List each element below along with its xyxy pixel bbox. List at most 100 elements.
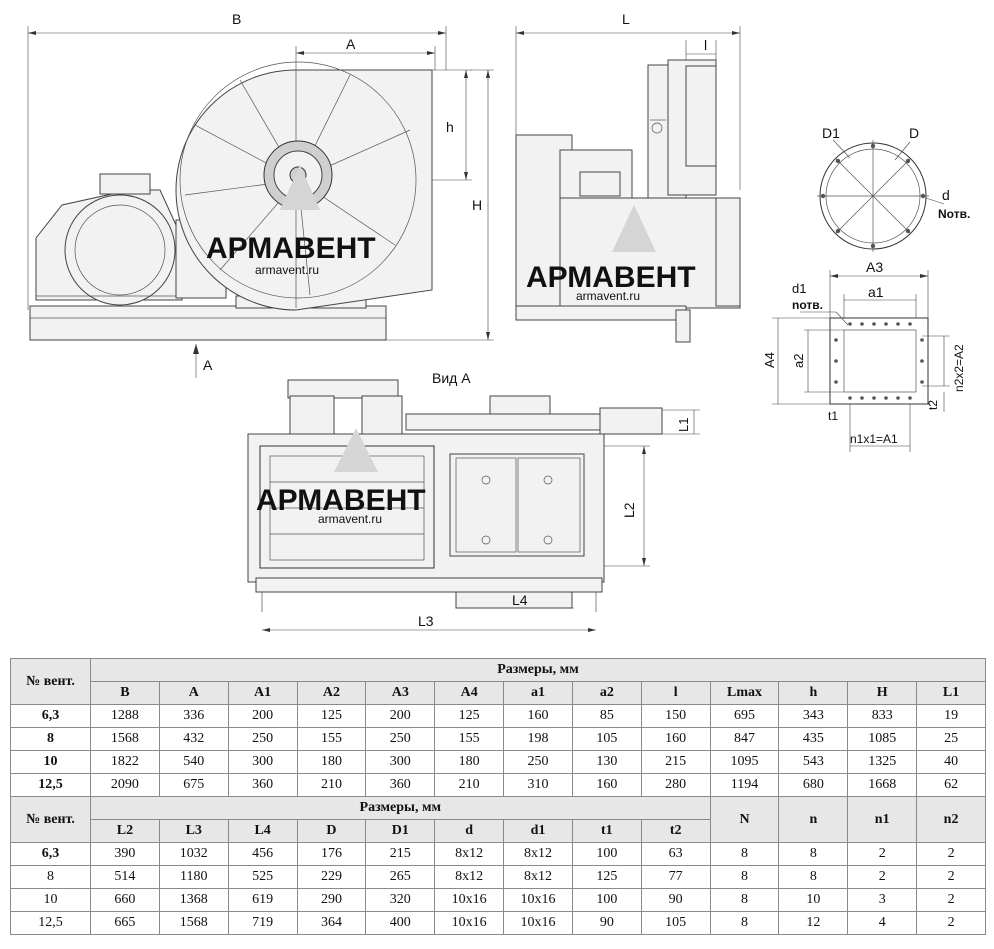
table-cell: 540 bbox=[158, 750, 229, 774]
table-cell: 8 bbox=[709, 865, 780, 889]
table1-column-header: h bbox=[778, 681, 849, 705]
side-view: L l АРМАВЕНТ armavent.ru bbox=[515, 11, 741, 343]
table1-column-header: l bbox=[640, 681, 711, 705]
top-view: Вид А L1 L2 bbox=[247, 370, 700, 632]
table-cell: 300 bbox=[365, 750, 436, 774]
table2-column-header: t1 bbox=[571, 819, 642, 843]
table-cell: 25 bbox=[916, 727, 986, 751]
table-cell: 8x12 bbox=[503, 865, 573, 889]
table-cell: 200 bbox=[365, 704, 436, 728]
fan-number: 12,5 bbox=[10, 911, 91, 935]
table2-column-header: t2 bbox=[640, 819, 711, 843]
table-cell: 10 bbox=[778, 888, 849, 912]
table2-column-header: d1 bbox=[503, 819, 573, 843]
label-n2x2: n2x2=A2 bbox=[952, 344, 966, 392]
table2-extra-header: N bbox=[709, 796, 780, 843]
fan-number: 10 bbox=[10, 888, 91, 912]
table-cell: 160 bbox=[640, 727, 711, 751]
table-cell: 10x16 bbox=[503, 911, 573, 935]
table-cell: 432 bbox=[158, 727, 229, 751]
watermark-side: АРМАВЕНТ armavent.ru bbox=[526, 205, 696, 303]
table-cell: 8 bbox=[709, 842, 780, 866]
table1-column-header: L1 bbox=[916, 681, 986, 705]
table-cell: 180 bbox=[296, 750, 367, 774]
table2-extra-header: n1 bbox=[847, 796, 918, 843]
table-cell: 695 bbox=[709, 704, 780, 728]
table-cell: 180 bbox=[434, 750, 505, 774]
table-cell: 719 bbox=[227, 911, 298, 935]
table1-column-header: a1 bbox=[503, 681, 573, 705]
round-flange-view: D1 D d Nотв. bbox=[817, 125, 970, 252]
table-cell: 250 bbox=[365, 727, 436, 751]
label-L3: L3 bbox=[418, 613, 434, 629]
table1-column-header: a2 bbox=[571, 681, 642, 705]
table-cell: 155 bbox=[434, 727, 505, 751]
table-cell: 665 bbox=[90, 911, 160, 935]
table-cell: 4 bbox=[847, 911, 918, 935]
table-cell: 125 bbox=[571, 865, 642, 889]
label-t2: t2 bbox=[926, 400, 940, 410]
table-cell: 400 bbox=[365, 911, 436, 935]
table-cell: 8 bbox=[778, 842, 849, 866]
table-cell: 155 bbox=[296, 727, 367, 751]
table-cell: 90 bbox=[571, 911, 642, 935]
table2-group-header: Размеры, мм bbox=[90, 796, 711, 820]
table-cell: 130 bbox=[571, 750, 642, 774]
table-cell: 360 bbox=[365, 773, 436, 797]
table-cell: 90 bbox=[640, 888, 711, 912]
table-cell: 1568 bbox=[90, 727, 160, 751]
rect-flange-view: A3 a1 d1 nотв. A4 a2 bbox=[762, 259, 966, 452]
watermark-site: armavent.ru bbox=[255, 263, 319, 277]
table-cell: 85 bbox=[571, 704, 642, 728]
table1-column-header: A bbox=[158, 681, 229, 705]
table-cell: 229 bbox=[296, 865, 367, 889]
table-cell: 100 bbox=[571, 842, 642, 866]
table-cell: 10x16 bbox=[434, 911, 505, 935]
label-A-top: A bbox=[346, 36, 356, 52]
table-cell: 77 bbox=[640, 865, 711, 889]
table-cell: 435 bbox=[778, 727, 849, 751]
fan-number: 12,5 bbox=[10, 773, 91, 797]
label-L1: L1 bbox=[676, 418, 691, 432]
label-a2: a2 bbox=[791, 354, 806, 368]
label-A-arrow: A bbox=[203, 357, 213, 373]
table1-column-header: H bbox=[847, 681, 918, 705]
table-cell: 40 bbox=[916, 750, 986, 774]
label-L4: L4 bbox=[512, 592, 528, 608]
table-cell: 364 bbox=[296, 911, 367, 935]
table2-row-header: № вент. bbox=[10, 796, 91, 843]
table-cell: 150 bbox=[640, 704, 711, 728]
table-cell: 310 bbox=[503, 773, 573, 797]
table-cell: 8 bbox=[709, 911, 780, 935]
table-cell: 63 bbox=[640, 842, 711, 866]
table2-column-header: D bbox=[296, 819, 367, 843]
table-cell: 2 bbox=[916, 911, 986, 935]
watermark-brand-side: АРМАВЕНТ bbox=[526, 261, 696, 294]
table-cell: 1288 bbox=[90, 704, 160, 728]
table-cell: 525 bbox=[227, 865, 298, 889]
label-L2: L2 bbox=[621, 502, 637, 518]
label-n1x1: n1x1=A1 bbox=[850, 432, 898, 446]
table-cell: 1180 bbox=[158, 865, 229, 889]
table-cell: 210 bbox=[296, 773, 367, 797]
watermark-top: АРМАВЕНТ armavent.ru bbox=[256, 428, 426, 526]
technical-drawing: B A bbox=[27, 11, 970, 632]
label-D1: D1 bbox=[822, 125, 840, 141]
table-cell: 320 bbox=[365, 888, 436, 912]
watermark-front: АРМАВЕНТ armavent.ru bbox=[206, 165, 376, 277]
label-d: d bbox=[942, 187, 950, 203]
table2-extra-header: n2 bbox=[916, 796, 986, 843]
table-cell: 1368 bbox=[158, 888, 229, 912]
fan-number: 10 bbox=[10, 750, 91, 774]
watermark-brand-top: АРМАВЕНТ bbox=[256, 484, 426, 517]
table1-group-header: Размеры, мм bbox=[90, 658, 986, 682]
